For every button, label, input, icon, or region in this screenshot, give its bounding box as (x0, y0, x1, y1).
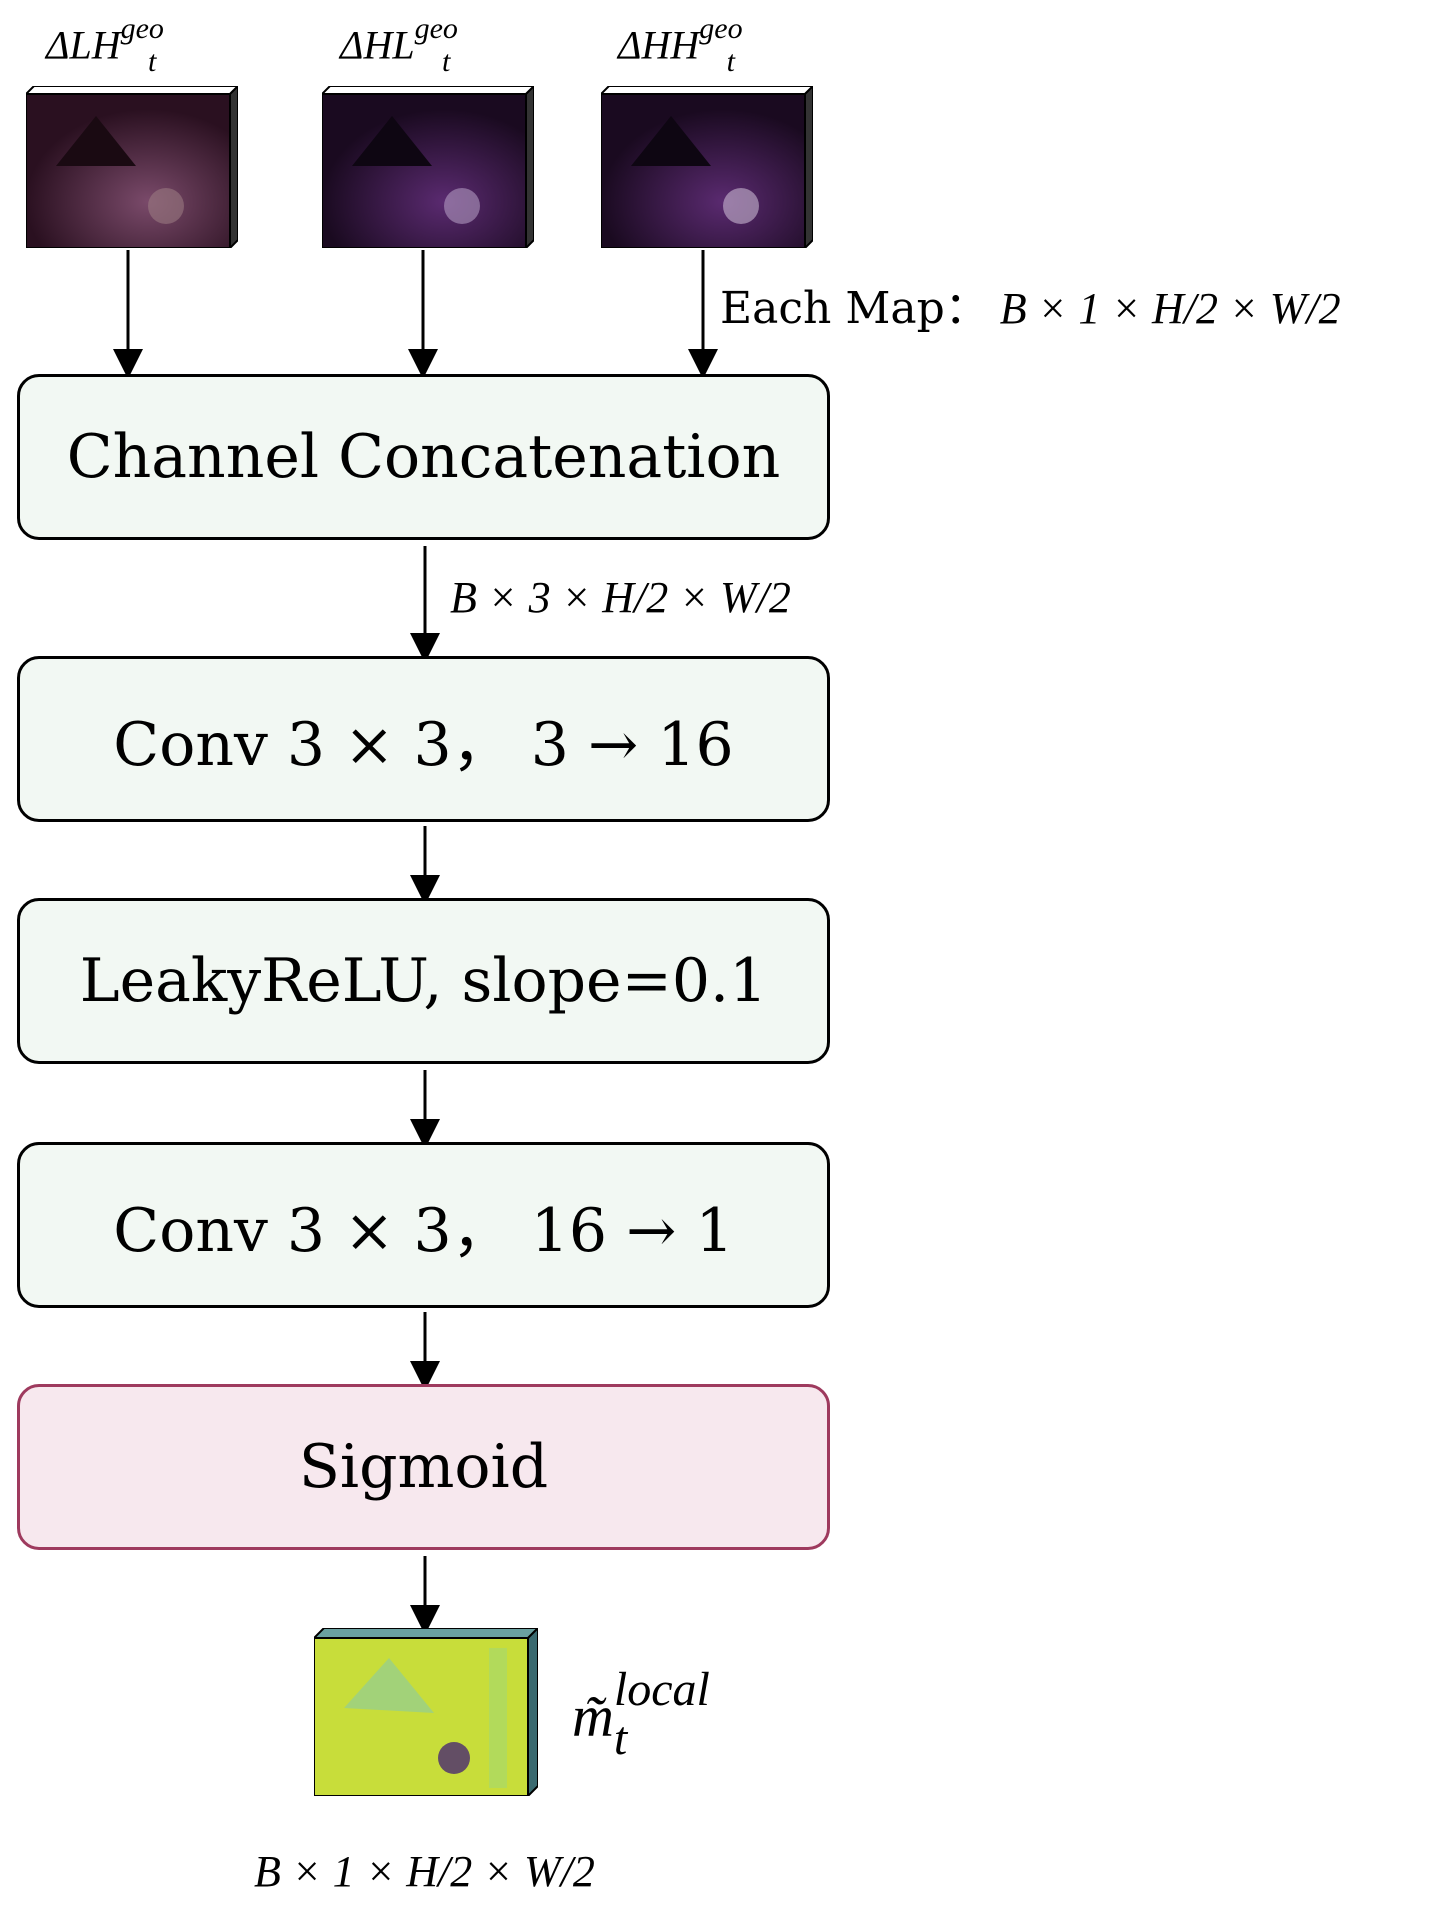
each-map-dims: Each Map： B × 1 × H/2 × W/2 (720, 283, 1341, 334)
output-map-thumbnail (314, 1628, 538, 1796)
block-conv1: Conv 3 × 3， 3 → 16 (17, 656, 830, 822)
map-thumbnail-lh (26, 86, 238, 248)
map-thumbnail-hh (601, 86, 813, 248)
input-label-hl: ΔHLgeot (340, 12, 458, 79)
input-label-hh: ΔHHgeot (618, 12, 743, 79)
concat-output-dims: B × 3 × H/2 × W/2 (450, 573, 791, 622)
block-sigmoid: Sigmoid (17, 1384, 830, 1550)
map-thumbnail-hl (322, 86, 534, 248)
block-channel-concatenation: Channel Concatenation (17, 374, 830, 540)
block-leakyrelu: LeakyReLU, slope=0.1 (17, 898, 830, 1064)
output-label: m̃localt (572, 1663, 710, 1765)
input-label-lh: ΔLHgeot (46, 12, 164, 79)
block-conv2: Conv 3 × 3， 16 → 1 (17, 1142, 830, 1308)
output-dims: B × 1 × H/2 × W/2 (254, 1847, 595, 1896)
